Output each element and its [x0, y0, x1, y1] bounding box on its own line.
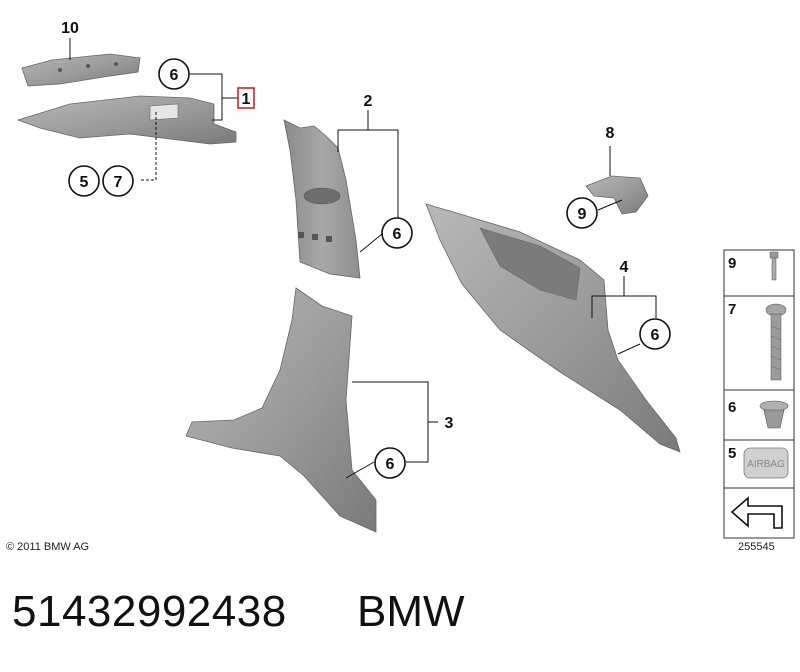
- orientation-arrow-icon: [730, 496, 783, 529]
- callout-4: 4: [620, 259, 629, 276]
- part-2-pillar-upper: [283, 119, 361, 279]
- callout-6a: 6: [170, 67, 179, 84]
- callout-5-circle: [68, 165, 100, 197]
- callout-7-circle: [102, 165, 134, 197]
- callout-6d-circle: [374, 447, 406, 479]
- callout-5: 5: [80, 174, 89, 191]
- callout-2: 2: [364, 93, 373, 110]
- airbag-badge-text: AIRBAG: [747, 459, 785, 470]
- legend-label-9: 9: [728, 255, 736, 272]
- airbag-badge-icon: AIRBAG: [743, 447, 789, 479]
- callout-6a-circle: [158, 58, 190, 90]
- brand-name: BMW: [357, 587, 465, 636]
- callout-6c: 6: [651, 327, 660, 344]
- part-10-bracket: [21, 53, 141, 87]
- highlight-box-1: [237, 87, 255, 109]
- part-4-c-pillar: [425, 203, 681, 453]
- part-1-trim-panel: [16, 95, 237, 145]
- legend-label-6: 6: [728, 399, 736, 416]
- part-number: 51432992438: [12, 587, 287, 636]
- callout-1: 1: [242, 91, 251, 108]
- callout-6b-circle: [381, 217, 413, 249]
- drawing-number: 255545: [738, 541, 775, 553]
- part-8-clip: [585, 175, 649, 215]
- callout-7: 7: [114, 174, 123, 191]
- leader-9: [597, 199, 623, 211]
- leader-6d: [345, 461, 375, 479]
- legend-label-5: 5: [728, 445, 736, 462]
- callout-6c-circle: [639, 318, 671, 350]
- leader-5-7: [140, 112, 157, 181]
- leader-6b: [359, 233, 383, 253]
- callout-9: 9: [578, 206, 587, 223]
- callout-8: 8: [606, 125, 615, 142]
- hardware-legend: 9 7 6 5 AIRBAG: [723, 249, 795, 539]
- screw-icon: [765, 303, 787, 381]
- clip-icon: [759, 400, 789, 429]
- callout-10: 10: [61, 20, 79, 37]
- leader-6a: [190, 73, 223, 121]
- legend-label-7: 7: [728, 301, 736, 318]
- callout-9-circle: [566, 197, 598, 229]
- rivet-icon: [769, 251, 779, 281]
- callout-6b: 6: [393, 226, 402, 243]
- leader-6c: [617, 343, 641, 355]
- copyright-notice: © 2011 BMW AG: [6, 541, 90, 553]
- callout-3: 3: [445, 415, 454, 432]
- part-3-pillar-lower: [185, 287, 377, 533]
- callout-6d: 6: [386, 456, 395, 473]
